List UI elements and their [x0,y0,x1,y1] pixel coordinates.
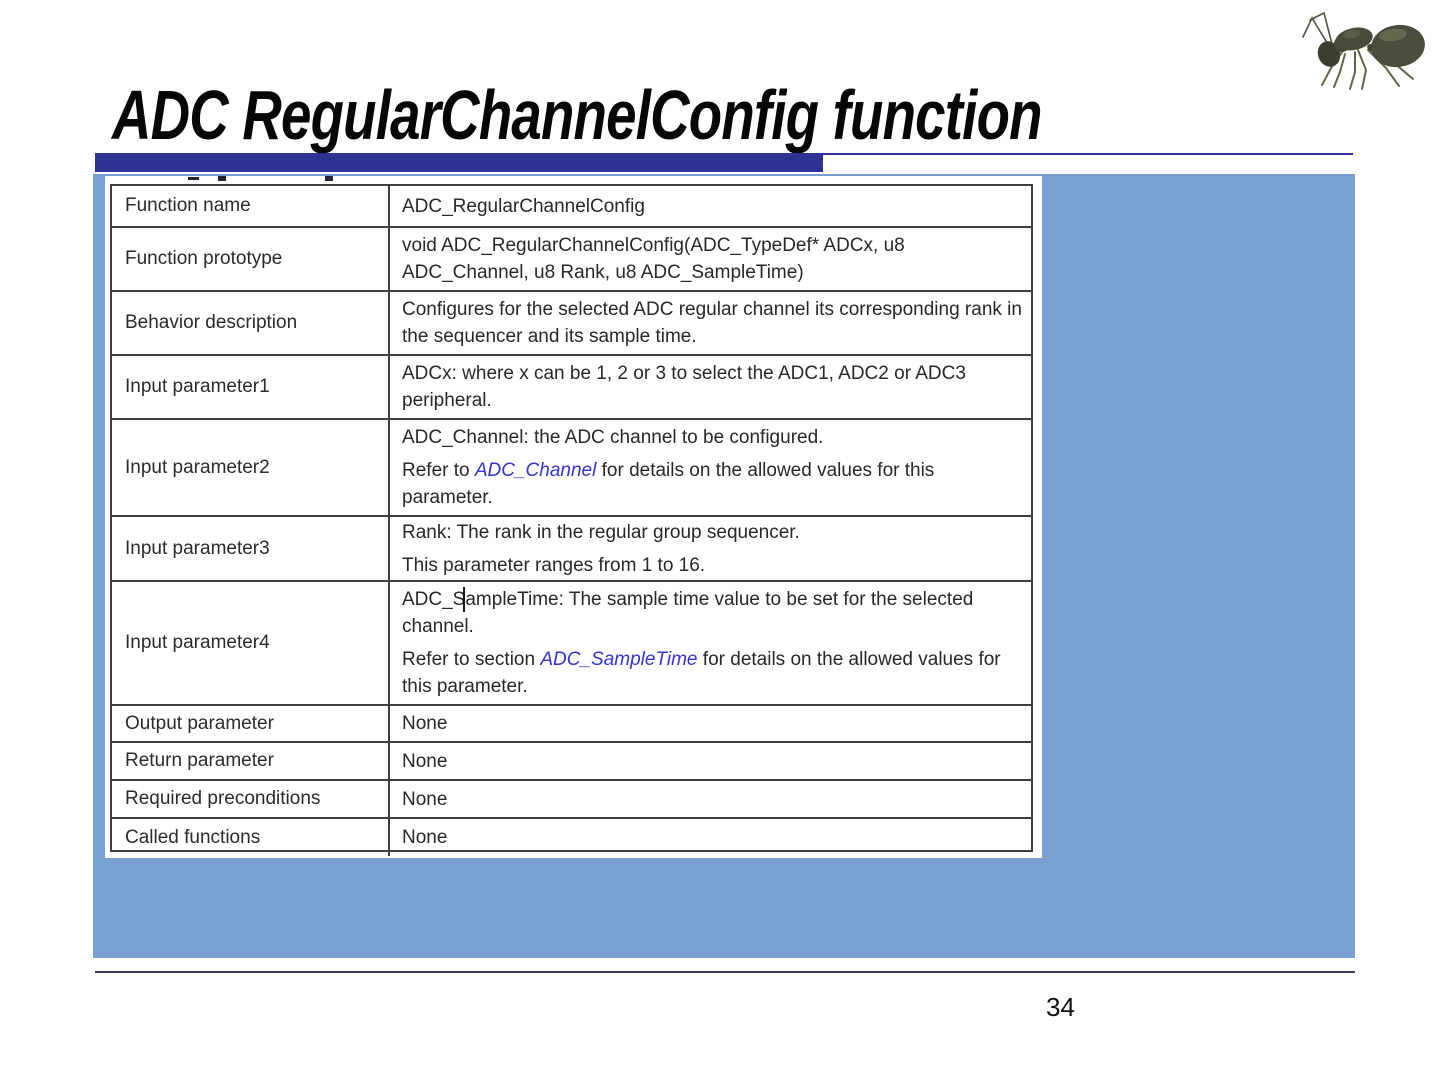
row-value: ADC_SampleTime: The sample time value to… [390,582,1031,704]
table-row-function-prototype: Function prototype void ADC_RegularChann… [112,226,1031,290]
row-value: None [390,819,1031,856]
value-text-segment: for details on the allowed values for th… [402,649,1001,697]
row-label: Required preconditions [112,781,390,817]
table-row-output-parameter: Output parameter None [112,704,1031,741]
value-text: None [402,788,448,810]
title-underline-rule [95,153,1353,155]
cropped-text-artifact [188,177,199,180]
table-row-input-parameter1: Input parameter1 ADCx: where x can be 1,… [112,354,1031,418]
row-value: None [390,743,1031,779]
row-value: None [390,781,1031,817]
table-row-behavior-description: Behavior description Configures for the … [112,290,1031,354]
row-label: Input parameter3 [112,517,390,580]
ant-head [1317,41,1341,67]
row-label: Behavior description [112,292,390,354]
table-row-required-preconditions: Required preconditions None [112,779,1031,817]
cropped-text-artifact [325,176,333,181]
row-value: Rank: The rank in the regular group sequ… [390,517,1031,580]
value-text: ADCx: where x can be 1, 2 or 3 to select… [402,363,966,411]
value-text: None [402,713,448,734]
adc-channel-link[interactable]: ADC_Channel [474,460,597,481]
row-label: Output parameter [112,706,390,741]
cropped-text-artifact [218,176,226,181]
value-text: Refer to section ADC_SampleTime for deta… [402,646,1023,700]
value-text: Configures for the selected ADC regular … [402,299,1022,347]
value-text: ADC_Channel: the ADC channel to be confi… [402,427,824,448]
row-value: ADC_Channel: the ADC channel to be confi… [390,420,1031,515]
page-number: 34 [1046,992,1075,1022]
row-label: Called functions [112,819,390,856]
table-row-function-name: Function name ADC_RegularChannelConfig [112,186,1031,226]
value-text: This parameter ranges from 1 to 16. [402,554,706,576]
adc-sampletime-link[interactable]: ADC_SampleTime [540,649,698,670]
row-label: Input parameter2 [112,420,390,515]
row-value: ADC_RegularChannelConfig [390,186,1031,226]
value-text-segment: Refer to section [402,649,541,670]
table-row-input-parameter3: Input parameter3 Rank: The rank in the r… [112,515,1031,580]
row-value: None [390,706,1031,741]
slide-title: ADC RegularChannelConfig function [112,76,1042,154]
value-text: None [402,827,448,848]
row-label: Return parameter [112,743,390,779]
value-text-segment: Refer to [402,460,475,481]
ant-antennae [1302,11,1333,47]
ant-gaster-highlight [1379,28,1407,42]
value-text: ADC_RegularChannelConfig [402,195,645,217]
text-cursor-artifact [463,587,465,612]
footer-rule [95,971,1355,973]
value-text: None [402,750,448,772]
row-value: void ADC_RegularChannelConfig(ADC_TypeDe… [390,228,1031,290]
table-row-return-parameter: Return parameter None [112,741,1031,779]
value-text: ADC_SampleTime: The sample time value to… [402,589,974,637]
row-label: Input parameter4 [112,582,390,704]
row-label: Function name [112,186,390,226]
row-label: Input parameter1 [112,356,390,418]
value-text: void ADC_RegularChannelConfig(ADC_TypeDe… [402,235,905,283]
function-table: Function name ADC_RegularChannelConfig F… [110,184,1033,856]
value-text: Rank: The rank in the regular group sequ… [402,521,800,543]
table-row-called-functions: Called functions None [112,817,1031,856]
table-row-input-parameter2: Input parameter2 ADC_Channel: the ADC ch… [112,418,1031,515]
value-text: Refer to ADC_Channel for details on the … [402,457,1023,511]
ant-logo-icon [1302,11,1425,90]
row-value: ADCx: where x can be 1, 2 or 3 to select… [390,356,1031,418]
row-value: Configures for the selected ADC regular … [390,292,1031,354]
title-accent-bar [95,155,823,172]
ant-thorax-highlight [1343,29,1361,39]
table-row-input-parameter4: Input parameter4 ADC_SampleTime: The sam… [112,580,1031,704]
value-text-segment: for details on the allowed values for th… [402,460,935,508]
document-image: Function name ADC_RegularChannelConfig F… [105,176,1042,858]
row-label: Function prototype [112,228,390,290]
